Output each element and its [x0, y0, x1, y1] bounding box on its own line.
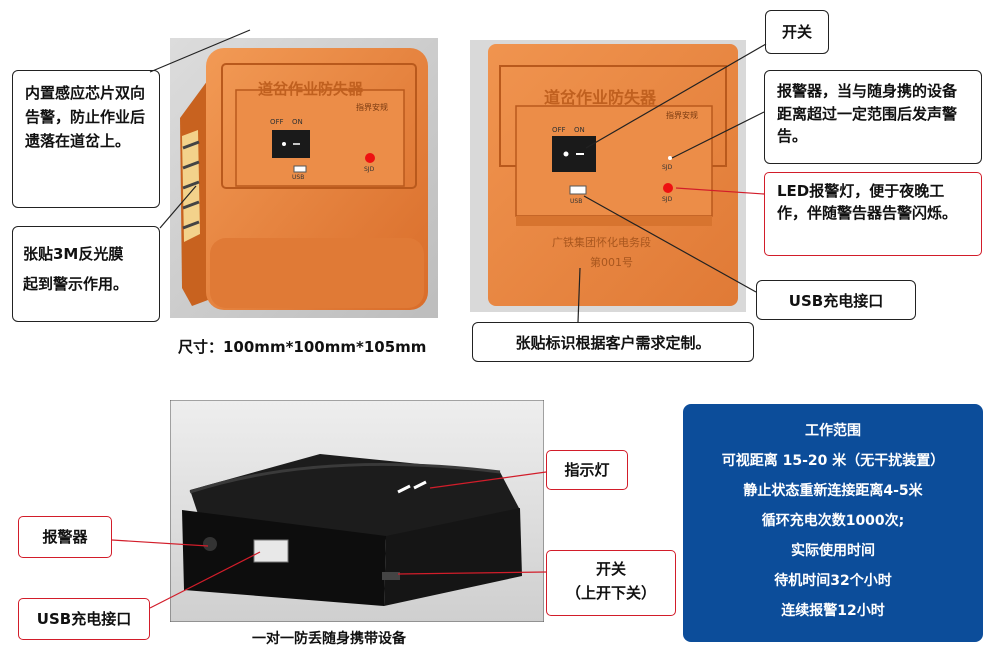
callout-led-lamp: LED报警灯，便于夜晚工作，伴随警告器告警闪烁。 [764, 172, 982, 256]
callout-usb-port: USB充电接口 [756, 280, 916, 320]
switch-off-text: OFF [552, 126, 566, 134]
callout-custom-label: 张贴标识根据客户需求定制。 [472, 322, 754, 362]
org-line-text: 广铁集团怀化电务段 [552, 236, 651, 249]
device-title-text: 道岔作业防失器 [258, 80, 364, 98]
spec-line-alarm: 连续报警12小时 [781, 603, 885, 619]
spec-heading-range: 工作范围 [805, 423, 861, 439]
bottom-caption: 一对一防丢随身携带设备 [252, 631, 406, 647]
serial-line-text: 第001号 [590, 256, 633, 269]
alarm-text: SJD [662, 164, 673, 171]
device-title-text: 道岔作业防失器 [544, 88, 657, 107]
black-tag-device-drawing [169, 399, 545, 623]
callout-chip-warning: 内置感应芯片双向告警，防止作业后遗落在道岔上。 [12, 70, 160, 208]
switch-off-text: OFF [270, 118, 284, 126]
callout-bottom-switch-line-2: （上开下关） [565, 584, 656, 602]
callout-alarm-buzzer: 报警器，当与随身携的设备距离超过一定范围后发声警告。 [764, 70, 982, 164]
led-text: SJD [364, 166, 375, 173]
usb-port-text: USB [570, 198, 583, 205]
orange-box-perspective-drawing [170, 38, 438, 318]
spec-line-reconnect: 静止状态重新连接距离4-5米 [743, 483, 923, 499]
spec-line-visual: 可视距离 15-20 米（无干扰装置） [721, 453, 945, 469]
reflective-stripes [182, 130, 200, 242]
device-brand-text: 指界安规 [666, 111, 698, 120]
spec-line-standby: 待机时间32个小时 [774, 573, 892, 589]
callout-bottom-alarm: 报警器 [18, 516, 112, 558]
top-left-device-image: 道岔作业防失器 指界安规 OFF ON USB SJD [170, 38, 438, 318]
callout-bottom-usb: USB充电接口 [18, 598, 150, 640]
bottom-device-image [169, 399, 545, 623]
orange-box-front-drawing [470, 40, 746, 312]
spec-box: 工作范围 可视距离 15-20 米（无干扰装置） 静止状态重新连接距离4-5米 … [683, 404, 983, 642]
callout-reflective-line-2: 起到警示作用。 [23, 275, 129, 293]
callout-bottom-switch: 开关 （上开下关） [546, 550, 676, 616]
top-right-device-image: 道岔作业防失器 指界安规 OFF ON USB SJD SJD 广铁集团怀化电务… [470, 40, 746, 312]
usb-port-text: USB [292, 174, 305, 181]
spec-heading-usage: 实际使用时间 [791, 543, 875, 559]
callout-switch: 开关 [765, 10, 829, 54]
led-text: SJD [662, 196, 673, 203]
callout-indicator-light: 指示灯 [546, 450, 628, 490]
device-brand-text: 指界安规 [356, 103, 388, 112]
switch-on-text: ON [574, 126, 585, 134]
spec-line-cycles: 循环充电次数1000次; [761, 513, 905, 529]
callout-reflective-line-1: 张贴3M反光膜 [23, 245, 124, 263]
callout-reflective-film: 张贴3M反光膜 起到警示作用。 [12, 226, 160, 322]
callout-bottom-switch-line-1: 开关 [595, 560, 626, 578]
size-caption: 尺寸：100mm*100mm*105mm [178, 338, 427, 356]
switch-on-text: ON [292, 118, 303, 126]
